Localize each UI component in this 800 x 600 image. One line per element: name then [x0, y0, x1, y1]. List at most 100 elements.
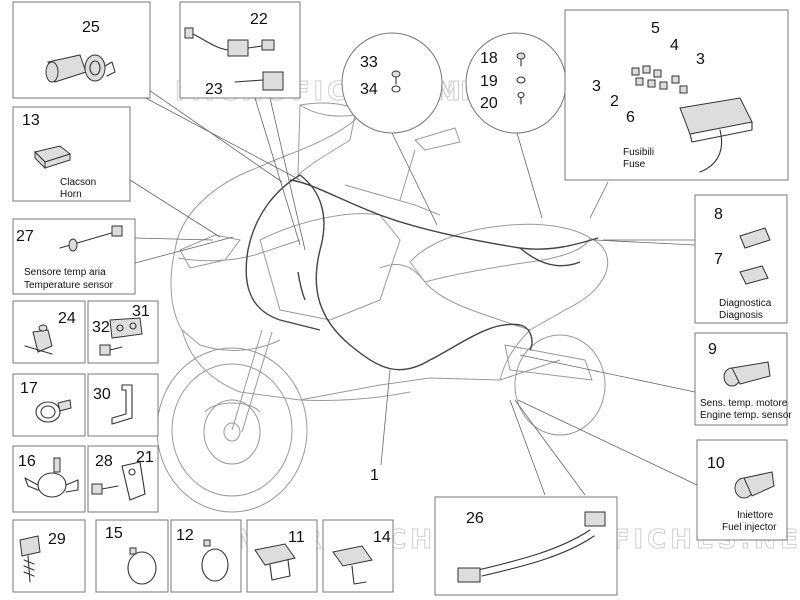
pipe-clamp-icon — [24, 457, 79, 498]
part-11-box: 11 — [246, 519, 318, 593]
callout-8: 8 — [714, 206, 723, 223]
callout-6: 6 — [626, 109, 635, 126]
fuse-box-group: 5 4 3 3 2 6 Fusibili Fuse — [564, 9, 789, 181]
callout-20: 20 — [480, 95, 498, 112]
callout-11: 11 — [288, 529, 305, 546]
part-10-box: 10 Iniettore Fuel injector — [696, 439, 788, 541]
bolt-icon-28 — [91, 483, 119, 495]
callout-18: 18 — [480, 50, 498, 67]
bracket-icon-21 — [121, 461, 146, 501]
clip-icon-14 — [332, 545, 373, 585]
callout-3-right: 3 — [696, 51, 705, 68]
angle-bracket-icon — [111, 384, 133, 425]
injector-cap-icon — [734, 471, 775, 499]
washer-icon-19 — [516, 76, 526, 84]
cable-tie-mount-icon — [19, 535, 41, 583]
air-temp-sensor-icon — [59, 225, 123, 252]
bolt-icon — [99, 344, 123, 356]
part-15-box: 15 — [95, 519, 169, 593]
callout-19: 19 — [480, 73, 498, 90]
cable-clip-icon — [24, 324, 53, 355]
part-13-box: 13 Clacson Horn — [12, 106, 131, 202]
diag-label-en: Diagnosis — [719, 310, 763, 321]
part-27-box: 27 Sensore temp aria Temperature sensor — [12, 218, 136, 295]
part-28-21-box: 28 21 — [87, 445, 159, 513]
fuse-label-en: Fuse — [623, 159, 646, 170]
washer-icon-34 — [391, 85, 401, 93]
part-30-box: 30 — [87, 373, 159, 437]
callout-23: 23 — [205, 81, 223, 98]
cap-icon-7 — [739, 265, 769, 285]
part-12-box: 12 — [170, 519, 242, 593]
callout-12: 12 — [176, 527, 194, 544]
part-25-box: 25 — [12, 1, 151, 99]
part-22-23-box: 22 23 — [179, 1, 301, 99]
callout-13: 13 — [22, 112, 40, 129]
callout-29: 29 — [48, 531, 66, 548]
part-33-34-circle: 33 34 — [341, 32, 443, 134]
relay-icon — [234, 71, 284, 91]
cable-tie-icon-15 — [127, 547, 157, 585]
nut-icon-20 — [517, 91, 525, 105]
part-16-box: 16 — [12, 445, 86, 513]
eng-label-en: Engine temp. sensor — [700, 410, 792, 421]
fuses-icon — [631, 65, 688, 94]
callout-25: 25 — [82, 19, 100, 36]
part-18-19-20-circle: 18 19 20 — [465, 32, 567, 134]
part-31-32-box: 31 32 — [87, 300, 159, 364]
sensor-cap-icon-9 — [723, 361, 771, 387]
cap-icon-8 — [739, 227, 771, 249]
part-26-box: 26 — [434, 496, 618, 596]
callout-10: 10 — [707, 455, 725, 472]
temp-label-en: Temperature sensor — [24, 280, 114, 291]
fuse-label-it: Fusibili — [623, 147, 654, 158]
callout-28: 28 — [95, 453, 113, 470]
extension-cable-icon — [457, 511, 606, 583]
callout-26: 26 — [466, 510, 484, 527]
callout-27: 27 — [16, 228, 34, 245]
screw-icon-18 — [516, 52, 526, 67]
clip-icon-11 — [254, 543, 296, 581]
screw-icon-33 — [391, 70, 401, 85]
callout-3-left: 3 — [592, 78, 601, 95]
callout-15: 15 — [105, 525, 123, 542]
callout-5: 5 — [651, 20, 660, 37]
hose-clamp-icon — [35, 399, 72, 423]
callout-14: 14 — [373, 529, 391, 546]
part-8-7-box: 8 7 Diagnostica Diagnosis — [694, 194, 788, 324]
callout-16: 16 — [18, 453, 36, 470]
callout-22: 22 — [250, 11, 268, 28]
horn-label-en: Horn — [60, 189, 82, 200]
relay-wiring-icon — [184, 27, 275, 57]
horn-label-it: Clacson — [60, 177, 96, 188]
part-24-box: 24 — [12, 300, 86, 364]
callout-32: 32 — [92, 319, 110, 336]
part-29-box: 29 — [12, 519, 86, 593]
part-17-box: 17 — [12, 373, 86, 437]
horn-icon — [34, 145, 72, 170]
cable-tie-icon-12 — [201, 539, 229, 582]
callout-4: 4 — [670, 37, 679, 54]
bracket-plate-icon — [109, 317, 143, 339]
socket-icon — [45, 54, 116, 83]
inj-label-en: Fuel injector — [722, 522, 777, 533]
diag-label-it: Diagnostica — [719, 298, 772, 309]
inj-label-it: Iniettore — [737, 510, 774, 521]
eng-label-it: Sens. temp. motore — [700, 398, 788, 409]
callout-9: 9 — [708, 341, 717, 358]
temp-label-it: Sensore temp aria — [24, 267, 106, 278]
part-9-box: 9 Sens. temp. motore Engine temp. sensor — [694, 332, 792, 426]
part-14-box: 14 — [322, 519, 394, 593]
main-wiring-harness — [245, 174, 599, 371]
scooter-outline — [156, 102, 609, 513]
callout-7: 7 — [714, 251, 723, 268]
callout-24: 24 — [58, 310, 76, 327]
callout-17: 17 — [20, 380, 38, 397]
callout-2: 2 — [610, 93, 619, 110]
fuse-holder-icon — [679, 97, 753, 173]
callout-1: 1 — [370, 467, 379, 484]
callout-21: 21 — [136, 449, 154, 466]
callout-30: 30 — [93, 386, 111, 403]
callout-31: 31 — [132, 303, 150, 320]
